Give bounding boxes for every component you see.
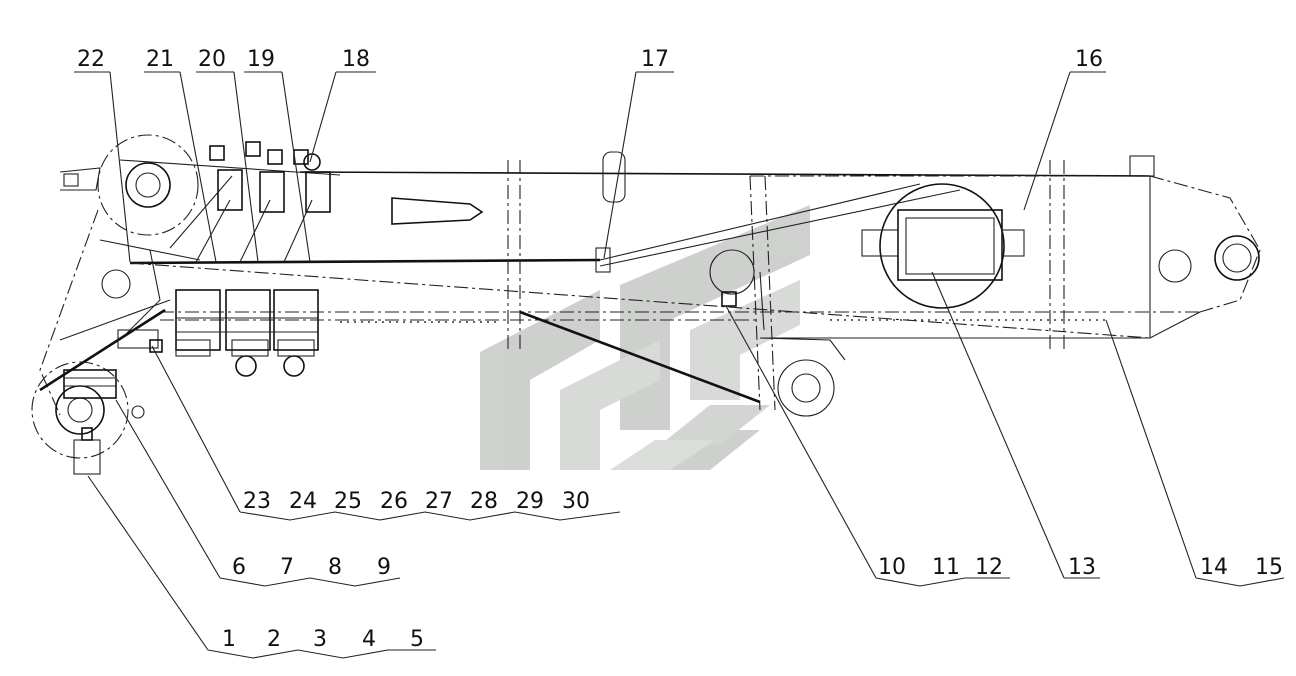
callout-2: 2	[267, 627, 281, 652]
callout-3: 3	[313, 627, 327, 652]
callout-16: 16	[1075, 47, 1103, 72]
callout-labels: 22 21 20 19 18 17 16 23 24 25 26 27 28 2…	[77, 47, 1283, 652]
callout-26: 26	[380, 489, 408, 514]
clamp-units	[169, 141, 500, 377]
callout-18: 18	[342, 47, 370, 72]
callout-12: 12	[975, 555, 1003, 580]
callout-27: 27	[425, 489, 453, 514]
callout-24: 24	[289, 489, 317, 514]
callout-6: 6	[232, 555, 246, 580]
callout-25: 25	[334, 489, 362, 514]
callout-5: 5	[410, 627, 424, 652]
callout-8: 8	[328, 555, 342, 580]
callout-13: 13	[1068, 555, 1096, 580]
callout-9: 9	[377, 555, 391, 580]
callout-21: 21	[146, 47, 174, 72]
callout-23: 23	[243, 489, 271, 514]
callout-30: 30	[562, 489, 590, 514]
winch-assembly	[31, 134, 341, 475]
callout-4: 4	[362, 627, 376, 652]
callout-20: 20	[198, 47, 226, 72]
callout-17: 17	[641, 47, 669, 72]
callout-10: 10	[878, 555, 906, 580]
callout-29: 29	[516, 489, 544, 514]
callout-1: 1	[222, 627, 236, 652]
callout-14: 14	[1200, 555, 1228, 580]
leader-lines	[74, 71, 1285, 659]
boom-body	[129, 151, 1261, 417]
callout-28: 28	[470, 489, 498, 514]
callout-15: 15	[1255, 555, 1283, 580]
callout-19: 19	[247, 47, 275, 72]
callout-7: 7	[280, 555, 294, 580]
callout-11: 11	[932, 555, 960, 580]
callout-22: 22	[77, 47, 105, 72]
